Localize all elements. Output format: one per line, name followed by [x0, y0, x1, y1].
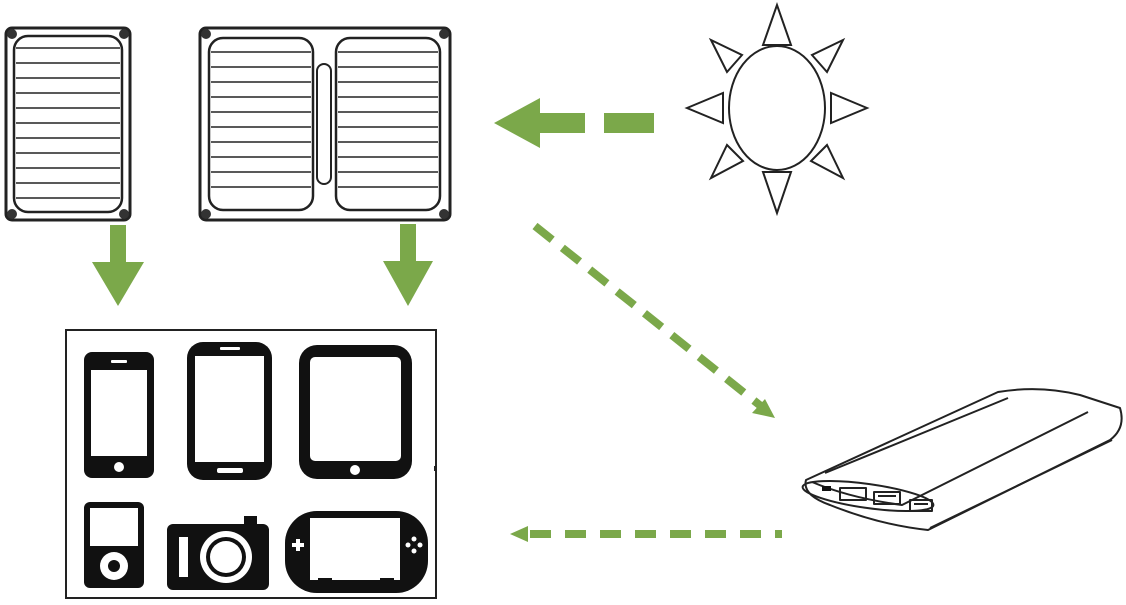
arrow-power-bank-to-devices — [510, 526, 782, 542]
arrow-small-panel-to-devices — [92, 225, 144, 306]
tablet-icon — [299, 345, 412, 479]
solar-panel-icon — [4, 26, 132, 222]
game-console-icon — [285, 511, 428, 593]
power-bank — [801, 388, 1123, 531]
smartphone-icon — [84, 352, 154, 478]
power-bank-icon — [801, 388, 1123, 531]
devices — [65, 329, 437, 599]
phone-icon — [187, 342, 272, 480]
sun — [684, 1, 870, 217]
arrow-sun-to-panel — [494, 98, 654, 148]
music-player-icon — [84, 502, 144, 588]
solar-panel-small — [4, 26, 132, 222]
arrow-folding-panel-to-devices — [383, 224, 433, 306]
sun-icon — [684, 1, 870, 217]
solar-panel-icon — [198, 26, 452, 222]
camera-icon — [167, 516, 269, 590]
arrow-panel-to-power-bank — [532, 222, 775, 418]
solar-panel-folding — [198, 26, 452, 222]
